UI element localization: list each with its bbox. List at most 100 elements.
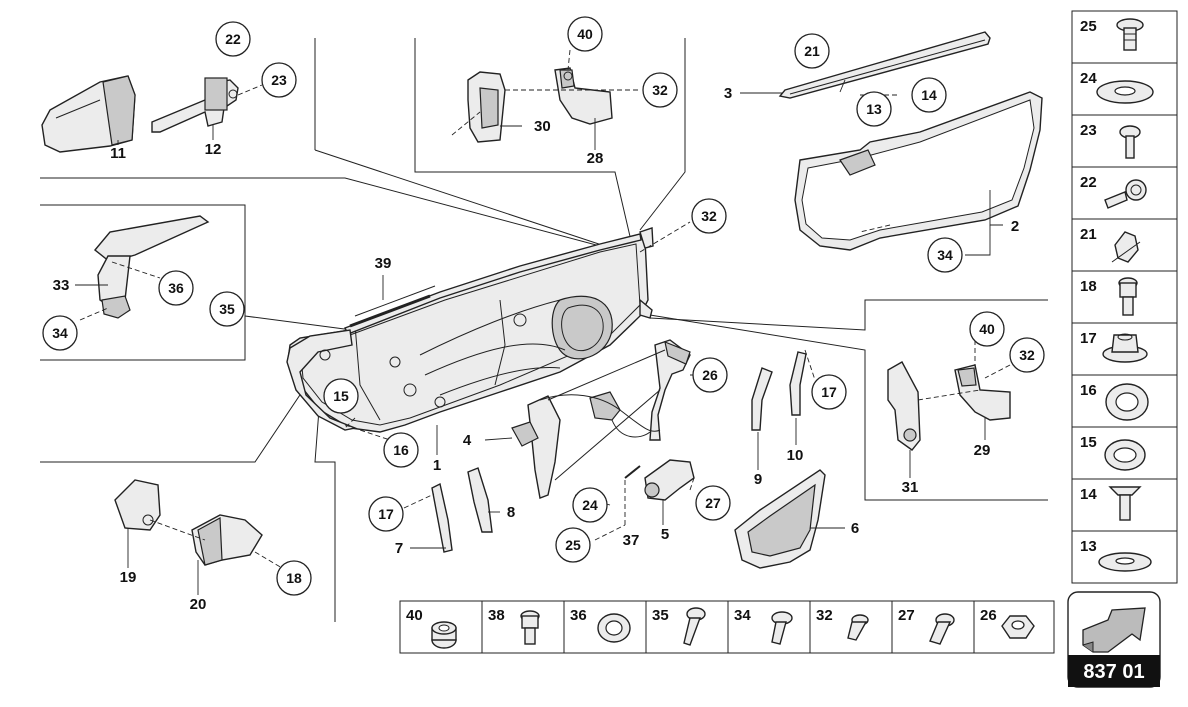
svg-text:35: 35 <box>219 301 235 317</box>
callout-32: 32 <box>642 72 678 108</box>
fastener-panel-bottom: 40 38 36 35 34 32 27 26 <box>399 600 1055 654</box>
solid-leaders <box>75 79 1003 595</box>
callout-32: 32 <box>1009 337 1045 373</box>
grommet-36-icon <box>597 613 631 643</box>
bottom-part-27: 27 <box>898 607 915 624</box>
grommet-15-icon <box>1104 439 1146 471</box>
window-guides <box>431 351 807 553</box>
nut-26-icon <box>1001 615 1035 639</box>
screw-27-icon <box>929 613 955 645</box>
label-5: 5 <box>661 526 669 543</box>
svg-text:16: 16 <box>393 442 409 458</box>
callout-18: 18 <box>276 560 312 596</box>
door-check-parts <box>41 75 239 153</box>
callout-32: 32 <box>691 198 727 234</box>
svg-text:25: 25 <box>565 537 581 553</box>
washer-13-icon <box>1098 552 1152 572</box>
screw-32-icon <box>847 614 869 641</box>
handle-parts <box>114 479 263 566</box>
label-12: 12 <box>205 141 222 158</box>
svg-text:14: 14 <box>921 87 937 103</box>
label-19: 19 <box>120 569 137 586</box>
callout-34: 34 <box>927 237 963 273</box>
side-part-15: 15 <box>1080 434 1097 451</box>
bottom-part-32: 32 <box>816 607 833 624</box>
svg-text:21: 21 <box>804 43 820 59</box>
callout-23: 23 <box>261 62 297 98</box>
screw-14-icon <box>1108 486 1142 521</box>
svg-text:13: 13 <box>866 101 882 117</box>
diagram-code: 837 01 <box>1083 661 1144 683</box>
label-9: 9 <box>754 471 762 488</box>
bottom-part-34: 34 <box>734 607 751 624</box>
navigation-arrow-box[interactable]: 837 01 <box>1067 591 1161 688</box>
callout-35: 35 <box>209 291 245 327</box>
svg-text:24: 24 <box>582 497 598 513</box>
svg-text:22: 22 <box>225 31 241 47</box>
side-part-25: 25 <box>1080 18 1097 35</box>
callout-36: 36 <box>158 270 194 306</box>
bottom-part-40: 40 <box>406 607 423 624</box>
svg-text:40: 40 <box>979 321 995 337</box>
bottom-part-38: 38 <box>488 607 505 624</box>
label-28: 28 <box>587 150 604 167</box>
label-29: 29 <box>974 442 991 459</box>
fastener-panel-side: 25 24 23 22 21 18 17 16 15 14 13 <box>1071 10 1178 584</box>
bushing-40-icon <box>431 621 457 649</box>
svg-text:26: 26 <box>702 367 718 383</box>
side-part-16: 16 <box>1080 382 1097 399</box>
side-part-17: 17 <box>1080 330 1097 347</box>
svg-text:17: 17 <box>821 384 837 400</box>
callout-15: 15 <box>323 378 359 414</box>
label-3: 3 <box>724 85 732 102</box>
side-part-18: 18 <box>1080 278 1097 295</box>
side-part-14: 14 <box>1080 486 1097 503</box>
svg-text:32: 32 <box>701 208 717 224</box>
mirror-bracket <box>94 215 210 319</box>
callout-21: 21 <box>794 33 830 69</box>
svg-text:23: 23 <box>271 72 287 88</box>
label-31: 31 <box>902 479 919 496</box>
callouts: 22 23 40 32 21 13 14 36 35 34 32 34 26 1… <box>42 16 1045 596</box>
bottom-part-36: 36 <box>570 607 587 624</box>
svg-text:36: 36 <box>168 280 184 296</box>
clip-21-icon <box>1111 231 1141 263</box>
svg-text:34: 34 <box>52 325 68 341</box>
washer-24-icon <box>1096 80 1154 104</box>
callout-17: 17 <box>368 496 404 532</box>
screw-18-icon <box>1118 277 1138 316</box>
nut-17-icon <box>1102 333 1148 363</box>
label-4: 4 <box>463 432 472 449</box>
bottom-part-35: 35 <box>652 607 669 624</box>
callout-27: 27 <box>695 485 731 521</box>
callout-40: 40 <box>567 16 603 52</box>
label-33: 33 <box>53 277 70 294</box>
svg-text:18: 18 <box>286 570 302 586</box>
side-part-13: 13 <box>1080 538 1097 555</box>
side-part-21: 21 <box>1080 226 1097 243</box>
callout-34: 34 <box>42 315 78 351</box>
label-30: 30 <box>534 118 551 135</box>
part-labels: 11 12 30 28 3 2 39 33 4 1 9 10 7 8 37 5 … <box>53 85 1020 613</box>
side-part-24: 24 <box>1080 70 1097 87</box>
callout-13: 13 <box>856 91 892 127</box>
door-pocket <box>734 469 826 569</box>
callout-16: 16 <box>383 432 419 468</box>
grommet-16-icon <box>1105 383 1149 421</box>
hinge-upper <box>467 67 613 143</box>
label-1: 1 <box>433 457 441 474</box>
seals <box>778 31 1043 251</box>
callout-22: 22 <box>215 21 251 57</box>
callout-25: 25 <box>555 527 591 563</box>
hinge-lower <box>887 361 1011 451</box>
screw-35-icon <box>683 607 706 646</box>
label-8: 8 <box>507 504 515 521</box>
side-part-23: 23 <box>1080 122 1097 139</box>
label-11: 11 <box>110 145 126 162</box>
side-part-22: 22 <box>1080 174 1097 191</box>
label-7: 7 <box>395 540 403 557</box>
screw-23-icon <box>1119 125 1141 159</box>
label-37: 37 <box>623 532 640 549</box>
svg-text:34: 34 <box>937 247 953 263</box>
